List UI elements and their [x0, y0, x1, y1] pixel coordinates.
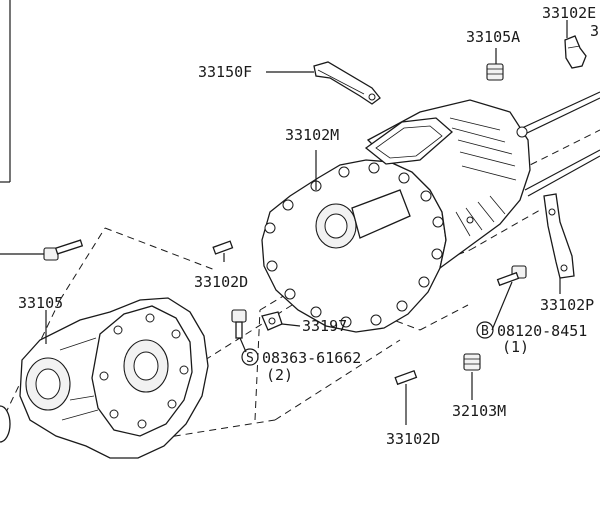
front-case-bolt-holes	[99, 313, 189, 429]
label-33105A: 33105A	[466, 28, 520, 46]
part-labels: 33102E 3 33105A 33150F 33102M 33102D 331…	[18, 4, 599, 448]
bracket-33102P	[543, 193, 575, 279]
label-33102M: 33102M	[285, 126, 339, 144]
label-prefix-B: B	[481, 324, 489, 339]
bracket-33150F	[313, 61, 381, 105]
gasket-33197	[261, 311, 283, 331]
leader-lines	[0, 20, 568, 425]
bolt-08363-61662	[231, 309, 247, 339]
bolt-08120-8451	[496, 265, 527, 287]
flange-bolt-bosses	[264, 162, 444, 328]
partial-seal-left	[0, 405, 11, 443]
label-33197: 33197	[302, 317, 347, 335]
label-33102D-bottom: 33102D	[386, 430, 440, 448]
label-08120-qty: (1)	[502, 338, 529, 356]
front-case-33105	[19, 297, 209, 459]
label-prefix-S: S	[246, 351, 254, 366]
label-32103M: 32103M	[452, 402, 506, 420]
label-33102D-left: 33102D	[194, 273, 248, 291]
bolt-top-left	[43, 239, 84, 261]
transmission-case-33102M	[261, 99, 531, 333]
circled-prefixes	[241, 321, 494, 366]
dowel-33102D-bottom	[394, 369, 418, 386]
rods	[521, 91, 600, 197]
breather-33102E	[564, 35, 587, 69]
label-33105: 33105	[18, 294, 63, 312]
dowel-33102D-left	[212, 240, 234, 255]
left-frame-edge	[0, 0, 11, 183]
label-08363-61662: 08363-61662	[262, 349, 361, 367]
label-08120-8451: 08120-8451	[497, 322, 587, 340]
label-08363-qty: (2)	[266, 366, 293, 384]
label-33102E: 33102E	[542, 4, 596, 22]
label-partial-3: 3	[590, 22, 599, 40]
plug-33105A	[486, 63, 504, 81]
label-33150F: 33150F	[198, 63, 252, 81]
label-33102P: 33102P	[540, 296, 594, 314]
plug-32103M	[463, 353, 481, 371]
